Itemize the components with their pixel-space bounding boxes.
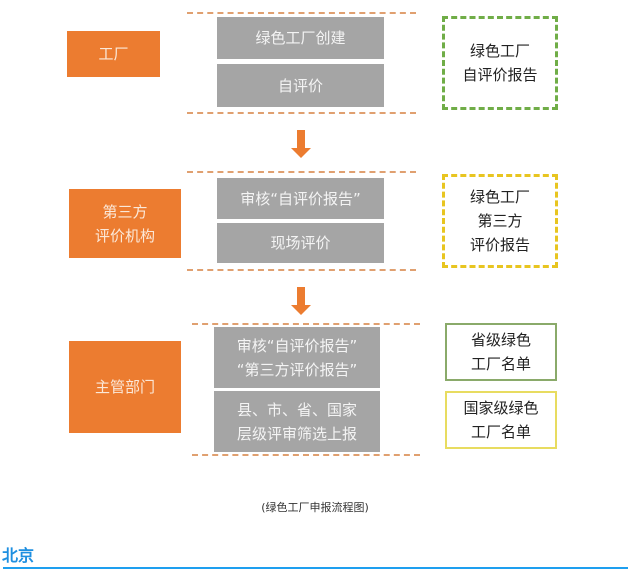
down-arrow-icon — [291, 287, 311, 315]
output-provincial-list: 省级绿色 工厂名单 — [445, 323, 557, 381]
output-label: 国家级绿色 — [463, 399, 539, 417]
output-label: 工厂名单 — [470, 355, 531, 373]
dashed-divider — [187, 112, 416, 114]
step-create: 绿色工厂创建 — [217, 17, 384, 59]
section-heading: 北京 — [2, 546, 35, 565]
actor-label: 评价机构 — [94, 226, 155, 245]
step-label: “第三方评价报告” — [236, 360, 358, 379]
output-third-party-report: 绿色工厂 第三方 评价报告 — [442, 174, 558, 268]
dashed-divider — [192, 454, 420, 456]
step-label: 绿色工厂创建 — [255, 29, 346, 47]
output-national-list: 国家级绿色 工厂名单 — [445, 391, 557, 449]
figure-caption: (绿色工厂申报流程图) — [261, 501, 369, 514]
actor-factory: 工厂 — [67, 31, 160, 77]
dashed-divider — [187, 171, 416, 173]
step-review-reports: 审核“自评价报告” “第三方评价报告” — [214, 327, 380, 388]
dashed-divider — [187, 269, 416, 271]
step-self-eval: 自评价 — [217, 64, 384, 107]
output-label: 省级绿色 — [470, 331, 531, 349]
output-label: 评价报告 — [469, 236, 530, 254]
actor-authority: 主管部门 — [69, 341, 181, 433]
down-arrow-icon — [291, 130, 311, 158]
heading-underline — [3, 567, 628, 569]
output-label: 第三方 — [477, 212, 523, 230]
output-label: 绿色工厂 — [469, 42, 530, 60]
step-label: 层级评审筛选上报 — [236, 424, 357, 443]
actor-label: 第三方 — [102, 202, 148, 221]
actor-label: 工厂 — [98, 45, 129, 63]
step-label: 现场评价 — [270, 234, 331, 252]
output-label: 绿色工厂 — [469, 188, 530, 206]
output-self-eval-report: 绿色工厂 自评价报告 — [442, 16, 558, 110]
step-label: 审核“自评价报告” — [236, 336, 358, 355]
step-screening: 县、市、省、国家 层级评审筛选上报 — [214, 391, 380, 452]
dashed-divider — [187, 12, 416, 14]
dashed-divider — [192, 323, 420, 325]
step-label: 县、市、省、国家 — [236, 400, 357, 419]
output-label: 工厂名单 — [470, 423, 531, 441]
step-onsite: 现场评价 — [217, 223, 384, 263]
actor-third-party: 第三方 评价机构 — [69, 189, 181, 258]
step-label: 审核“自评价报告” — [240, 189, 361, 208]
actor-label: 主管部门 — [94, 378, 155, 396]
step-review: 审核“自评价报告” — [217, 178, 384, 219]
output-label: 自评价报告 — [462, 66, 538, 84]
step-label: 自评价 — [277, 76, 323, 95]
